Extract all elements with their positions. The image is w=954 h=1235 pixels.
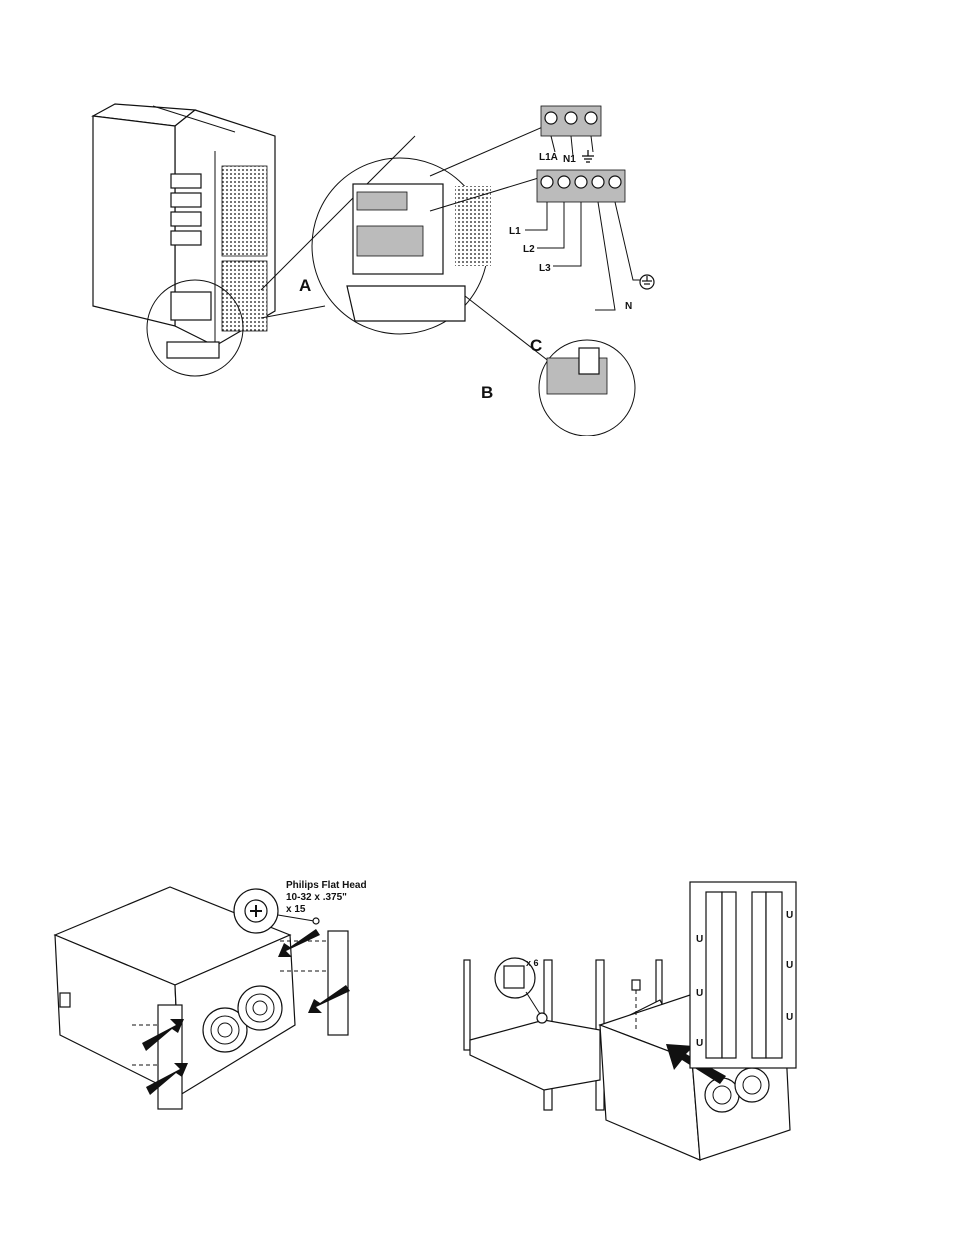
fan-right <box>238 986 282 1030</box>
screw-spec-line1: Philips Flat Head <box>286 880 367 891</box>
rack-unit-marker: U <box>696 988 703 999</box>
cage-nut-clip-icon <box>504 966 524 988</box>
rack-cabinet-drawing <box>460 880 800 1170</box>
phillips-screw-icon <box>245 900 267 922</box>
terminal-strip-top <box>541 106 601 136</box>
screw-spec-line2: 10-32 x .375" <box>286 892 347 903</box>
callout-b: B <box>481 383 493 403</box>
callout-a: A <box>299 276 311 296</box>
bracket-right <box>328 931 348 1035</box>
ups-rack-chassis-drawing <box>50 875 380 1115</box>
terminal-strip-main <box>537 170 625 202</box>
label-n: N <box>625 301 632 312</box>
rack-unit-marker: U <box>786 960 793 971</box>
ground-symbol-icon <box>581 150 595 164</box>
rack-bracket-figure: Philips Flat Head 10-32 x .375" x 15 <box>50 875 380 1115</box>
protective-earth-icon <box>639 274 655 290</box>
label-l3: L3 <box>539 263 551 274</box>
label-n1: N1 <box>563 154 576 165</box>
clip-quantity: x 6 <box>526 958 539 968</box>
rack-unit-marker: U <box>786 910 793 921</box>
rack-unit-marker: U <box>696 1038 703 1049</box>
label-l1a: L1A <box>539 152 558 163</box>
rack-install-figure: x 6 U U U U U U <box>460 880 800 1170</box>
vent-grid <box>222 166 267 331</box>
rack-unit-marker: U <box>786 1012 793 1023</box>
ups-wiring-figure: A B C L1A N1 L1 L2 L3 N <box>85 96 655 436</box>
callout-c: C <box>530 336 542 356</box>
ups-tower-drawing <box>85 96 655 436</box>
label-l1: L1 <box>509 226 521 237</box>
rack-unit-marker: U <box>696 934 703 945</box>
screw-spec-line3: x 15 <box>286 904 305 915</box>
label-l2: L2 <box>523 244 535 255</box>
